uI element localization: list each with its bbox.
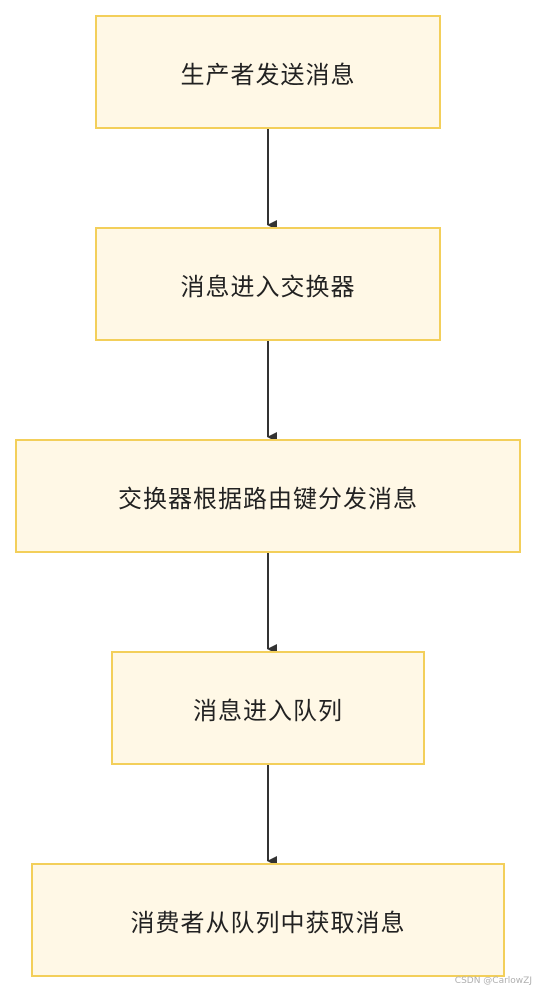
node-consumer-gets: 消费者从队列中获取消息 xyxy=(31,863,505,977)
node-label: 生产者发送消息 xyxy=(180,60,356,89)
node-label: 消费者从队列中获取消息 xyxy=(130,908,406,937)
watermark: CSDN @CarlowZJ xyxy=(454,976,532,986)
node-label: 消息进入队列 xyxy=(193,696,343,725)
node-enter-queue: 消息进入队列 xyxy=(111,651,425,765)
node-label: 消息进入交换器 xyxy=(180,272,356,301)
node-label: 交换器根据路由键分发消息 xyxy=(118,484,418,513)
node-producer-sends: 生产者发送消息 xyxy=(95,15,441,129)
node-exchange-routes: 交换器根据路由键分发消息 xyxy=(15,439,521,553)
node-enter-exchange: 消息进入交换器 xyxy=(95,227,441,341)
